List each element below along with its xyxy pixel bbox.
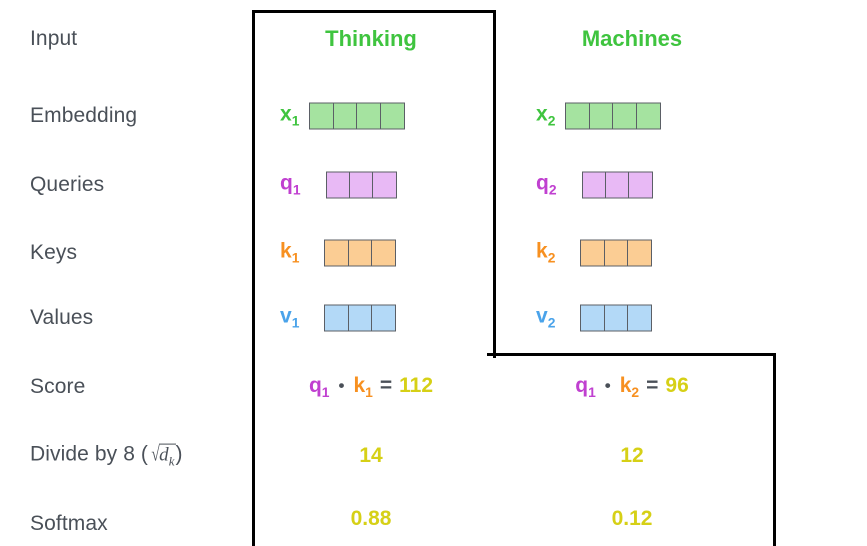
radicand-subscript: k	[168, 453, 175, 469]
radicand-base: d	[159, 444, 169, 466]
vector-cell	[635, 102, 661, 130]
row-label-keys: Keys	[30, 241, 78, 264]
vector-label-x2: x2	[536, 102, 556, 129]
vector-label-q1: q1	[280, 171, 301, 198]
vector-cell	[627, 304, 653, 332]
vector-cell	[588, 102, 614, 130]
vector-cell	[371, 304, 397, 332]
vector-cell	[379, 102, 405, 130]
vector-cell	[309, 102, 335, 130]
dot-product-operator-col2: •	[604, 375, 611, 395]
vector-cell	[325, 171, 351, 199]
vector-label-x1: x1	[280, 102, 300, 129]
query-vector-q1: q1	[280, 171, 398, 199]
divide-suffix: )	[175, 442, 183, 466]
sqrt-dk-notation: √dk	[148, 443, 176, 470]
vector-cell	[581, 171, 607, 199]
column-title-machines: Machines	[581, 26, 683, 51]
key-vector-k2: k2	[536, 239, 653, 267]
score-q-term-col2: q1	[575, 373, 596, 401]
row-label-score: Score	[30, 375, 86, 398]
softmax-value-col1: 0.88	[350, 507, 392, 530]
vector-cells-x1	[309, 102, 405, 130]
vector-cell	[580, 239, 606, 267]
query-vector-q2: q2	[536, 171, 654, 199]
value-vector-v2: v2	[536, 304, 653, 332]
vector-cells-q1	[325, 171, 398, 199]
vector-cell	[603, 239, 629, 267]
value-vector-v1: v1	[280, 304, 397, 332]
vector-cell	[324, 304, 350, 332]
equals-sign-col1: =	[379, 373, 393, 397]
vector-cell	[348, 171, 374, 199]
score-expression-col2: q1 • k2 = 96	[513, 374, 751, 400]
vector-label-v2: v2	[536, 304, 556, 331]
vector-label-v1: v1	[280, 304, 300, 331]
vector-cell	[372, 171, 398, 199]
vector-cell	[371, 239, 397, 267]
row-label-values: Values	[30, 306, 94, 329]
radical-icon: √	[151, 443, 160, 466]
embedding-vector-x1: x1	[280, 102, 405, 130]
row-label-input: Input	[30, 27, 78, 50]
vector-cell	[324, 239, 350, 267]
vector-cells-x2	[565, 102, 661, 130]
row-label-softmax: Softmax	[30, 512, 108, 535]
vector-cells-q2	[581, 171, 654, 199]
score-k-term-col1: k1	[353, 373, 373, 401]
vector-cells-k2	[580, 239, 653, 267]
vector-cells-v1	[324, 304, 397, 332]
vector-cell	[627, 239, 653, 267]
vector-cell	[347, 304, 373, 332]
softmax-value-col2: 0.12	[611, 507, 653, 530]
vector-label-k2: k2	[536, 239, 556, 266]
vector-label-k1: k1	[280, 239, 300, 266]
vector-cell	[580, 304, 606, 332]
dot-product-operator-col1: •	[338, 375, 345, 395]
vector-cell	[356, 102, 382, 130]
vector-cell	[628, 171, 654, 199]
vector-cell	[565, 102, 591, 130]
vector-cell	[612, 102, 638, 130]
vector-cell	[604, 171, 630, 199]
key-vector-k1: k1	[280, 239, 397, 267]
divide-prefix: Divide by 8 (	[30, 442, 149, 466]
row-label-embedding: Embedding	[30, 104, 138, 127]
row-label-queries: Queries	[30, 173, 105, 196]
divided-score-col2: 12	[620, 444, 644, 467]
vector-label-q2: q2	[536, 171, 557, 198]
score-k-term-col2: k2	[619, 373, 640, 401]
score-expression-col1: q1 • k1 = 112	[252, 374, 490, 400]
score-result-col1: 112	[399, 373, 434, 397]
vector-cells-k1	[324, 239, 397, 267]
vector-cell	[603, 304, 629, 332]
vector-cell	[332, 102, 358, 130]
score-q-term-col1: q1	[308, 373, 330, 401]
vector-cells-v2	[580, 304, 653, 332]
outline-join-mask	[255, 350, 487, 359]
equals-sign-col2: =	[646, 373, 659, 397]
score-result-col2: 96	[665, 373, 689, 397]
column-title-thinking: Thinking	[325, 26, 417, 51]
divided-score-col1: 14	[359, 444, 383, 467]
row-label-divide-by-8: Divide by 8 (√dk)	[30, 443, 183, 470]
embedding-vector-x2: x2	[536, 102, 661, 130]
vector-cell	[347, 239, 373, 267]
